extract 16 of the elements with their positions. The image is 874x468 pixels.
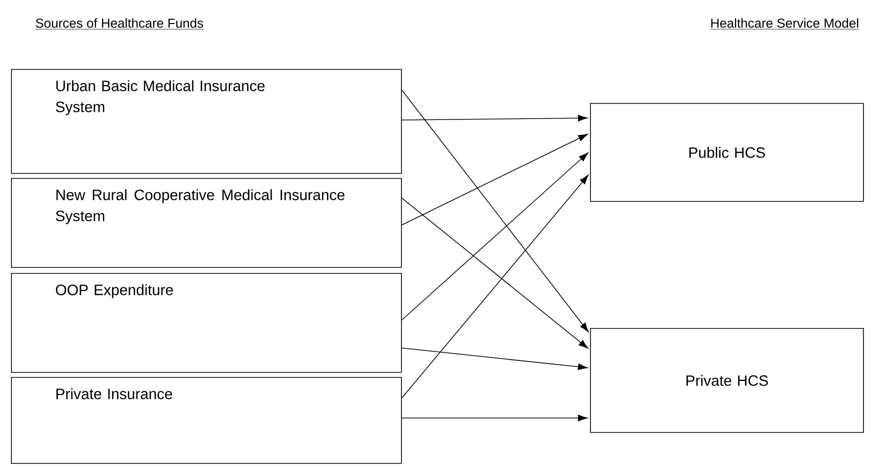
- arrow: [401, 90, 589, 332]
- service-box: Private HCS: [590, 328, 864, 433]
- arrow: [401, 134, 588, 226]
- column-heading: Sources of Healthcare Funds: [35, 18, 204, 30]
- source-box: OOP Expenditure: [11, 273, 402, 373]
- service-box: Public HCS: [590, 103, 864, 202]
- arrow: [401, 348, 588, 370]
- source-box: New Rural Cooperative Medical Insurance System: [11, 178, 402, 268]
- arrow: [401, 174, 589, 398]
- arrow: [401, 114, 588, 122]
- arrow: [401, 198, 588, 349]
- source-box: Urban Basic Medical Insurance System: [11, 69, 402, 174]
- arrow: [401, 152, 588, 320]
- arrow: [401, 414, 588, 422]
- column-heading: Healthcare Service Model: [710, 18, 860, 30]
- source-box: Private Insurance: [11, 377, 402, 464]
